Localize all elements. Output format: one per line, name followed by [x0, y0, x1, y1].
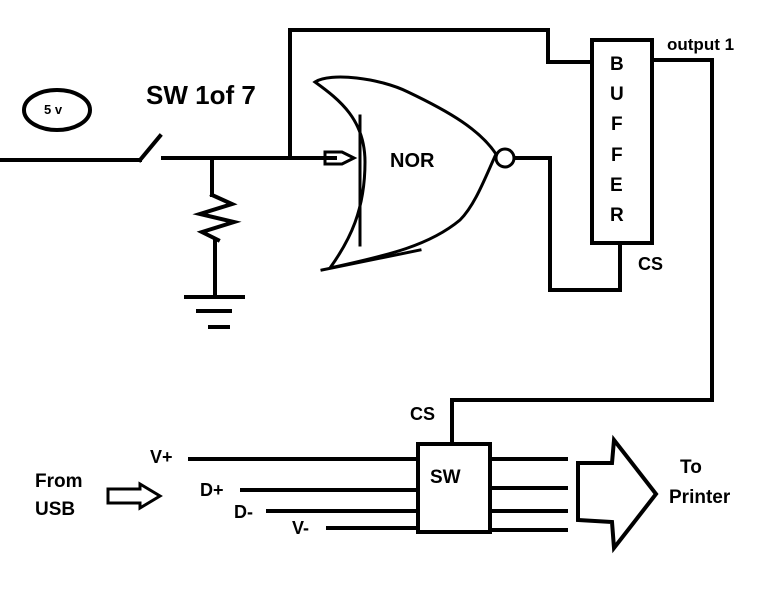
d-minus-label: D-	[234, 502, 253, 522]
d-plus-label: D+	[200, 480, 224, 500]
buffer-cs-label: CS	[638, 254, 663, 274]
to-printer-label-line2: Printer	[669, 487, 731, 508]
to-printer-arrow	[576, 434, 659, 554]
buffer-letter-e: E	[610, 175, 623, 196]
nor-output-wire	[513, 156, 622, 292]
output-1-label: output 1	[667, 35, 734, 54]
buffer-letter-f2: F	[611, 145, 623, 166]
buffer-letter-f1: F	[611, 114, 623, 135]
to-printer-label-line1: To	[680, 457, 702, 478]
nor-input-arrow	[323, 150, 358, 166]
feedback-wire	[288, 28, 594, 160]
buffer-output-wire	[450, 58, 714, 446]
v-plus-label: V+	[150, 447, 173, 467]
from-usb-label-line2: USB	[35, 499, 75, 520]
nor-label: NOR	[390, 150, 435, 172]
switch-blade	[137, 133, 163, 163]
sw-block-label: SW	[430, 467, 461, 488]
buffer-letter-b: B	[610, 54, 624, 75]
nor-gate-shape	[312, 75, 498, 271]
buffer-letter-u: U	[610, 84, 624, 105]
nor-gate-bottom-flourish	[320, 248, 422, 272]
resistor-zigzag	[192, 192, 242, 243]
switch-label: SW 1of 7	[146, 80, 256, 110]
sw-block	[416, 442, 492, 534]
usb-input-arrow	[106, 481, 163, 511]
supply-label: 5 v	[44, 102, 63, 117]
nor-output-bubble	[494, 147, 516, 169]
sw-cs-label: CS	[410, 404, 435, 424]
buffer-letter-r: R	[610, 205, 624, 226]
supply-oval	[22, 88, 92, 132]
buffer-block	[590, 38, 654, 245]
v-minus-label: V-	[292, 518, 309, 538]
from-usb-label-line1: From	[35, 471, 83, 492]
